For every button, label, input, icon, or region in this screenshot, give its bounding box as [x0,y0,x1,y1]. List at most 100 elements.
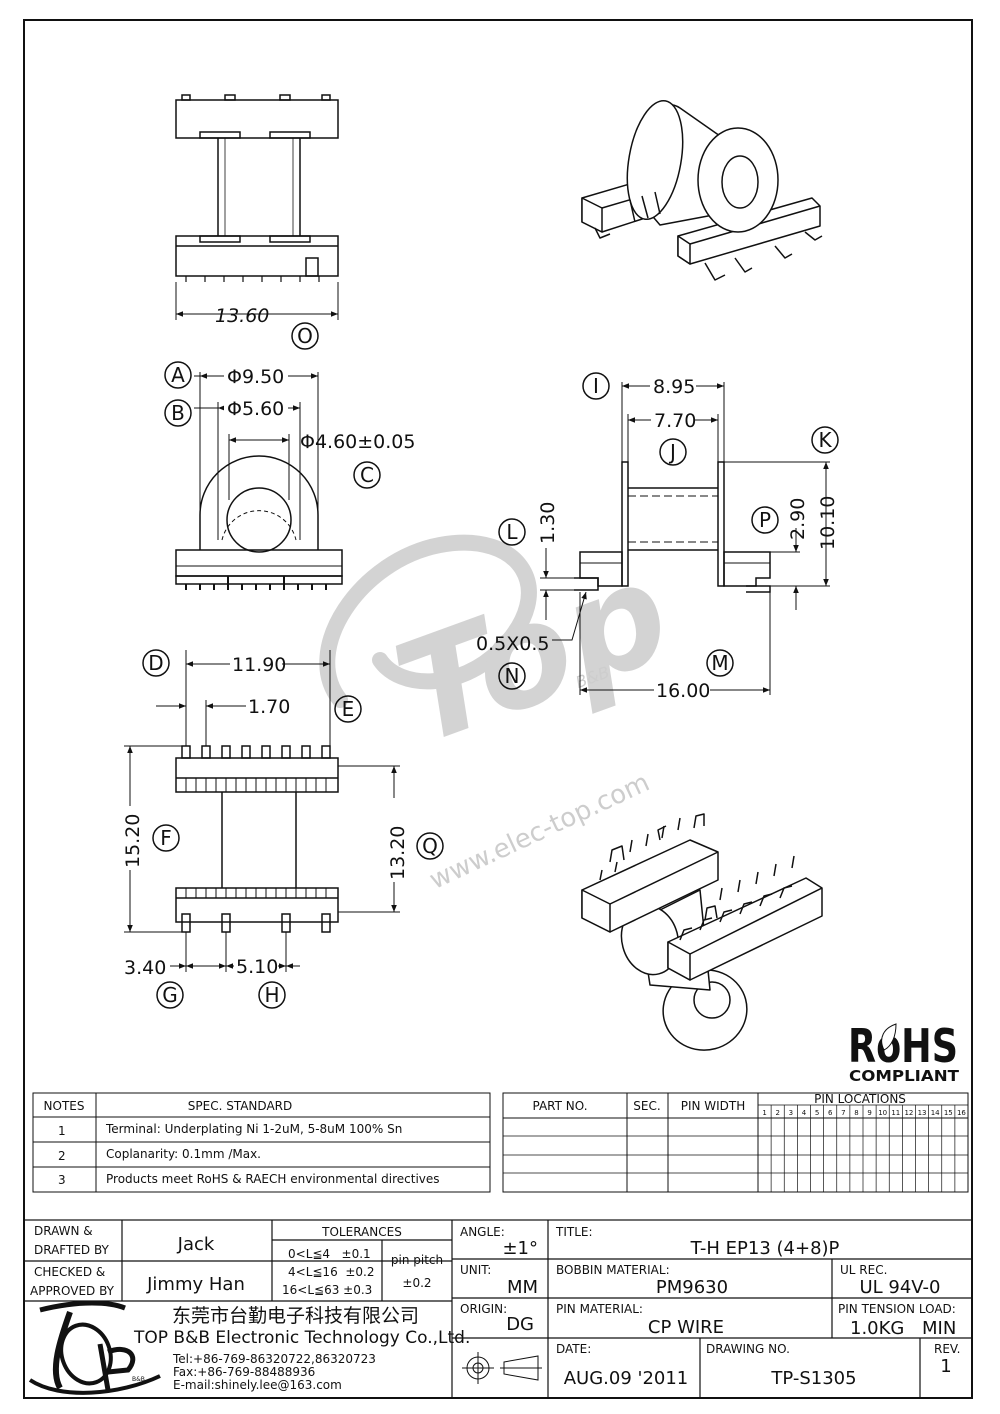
dim-width-total: 13.60 [215,305,269,327]
dim-height-Q: 13.20 [387,826,409,880]
callout-G [156,981,184,1009]
company-name-cn: 东莞市台勤电子科技有限公司 [172,1305,419,1327]
date-value: AUG.09 '2011 [564,1368,689,1389]
ul-value: UL 94V-0 [859,1277,940,1298]
notes-header-no: NOTES [44,1099,85,1113]
dim-dia-A: Φ9.50 [227,366,284,388]
notes-row-3-no: 3 [58,1173,66,1187]
dim-width-J: 7.70 [654,410,696,432]
callout-N [498,662,526,690]
dim-dia-C: Φ4.60±0.05 [300,431,415,453]
bobbin-value: PM9630 [656,1277,728,1298]
pin-tension-value: 1.0KG [850,1318,904,1339]
callout-L [498,518,526,546]
callout-K [811,426,839,454]
callout-L-label: L [506,520,518,544]
title-block: DRAWN & DRAFTED BY Jack CHECKED & APPROV… [23,1219,973,1399]
origin-value: DG [506,1314,534,1335]
part-header-pinwidth: PIN WIDTH [681,1099,746,1113]
company-email: E-mail:shinely.lee@163.com [173,1378,342,1392]
pin-pitch-value: ±0.2 [402,1276,431,1290]
unit-label: UNIT: [460,1263,491,1277]
leaf-icon [881,1023,897,1051]
pin-location-6: 6 [828,1109,833,1117]
callout-P [751,506,779,534]
callout-J [659,438,687,466]
callout-I-label: I [593,374,599,398]
approved-by-value: Jimmy Han [146,1274,245,1295]
callout-D-label: D [148,651,163,675]
pin-location-3: 3 [789,1109,793,1117]
dim-width-G: 3.40 [124,957,166,979]
logo-tag: B&B [132,1376,145,1383]
watermark-swoosh [319,534,537,708]
pin-location-11: 11 [891,1109,900,1117]
iso-view-bottom [581,813,823,1051]
company-fax: Fax:+86-769-88488936 [173,1365,315,1379]
pin-tension-min: MIN [922,1318,956,1339]
callout-C-label: C [360,463,374,487]
dim-height-P: 2.90 [787,498,809,540]
tolerance-3: 16<L≦63 ±0.3 [282,1283,372,1297]
iso-view-top [581,99,823,281]
rohs-title: RoHS [848,1019,958,1073]
rev-label: REV. [934,1342,960,1356]
drawn-label-2: DRAFTED BY [34,1243,110,1257]
origin-label: ORIGIN: [460,1302,507,1316]
drawing-no-label: DRAWING NO. [706,1342,790,1356]
pin-location-8: 8 [854,1109,858,1117]
callout-P-label: P [759,508,771,532]
dim-width-E: 1.70 [248,696,290,718]
callout-B-label: B [171,401,185,425]
pin-location-5: 5 [815,1109,819,1117]
tolerances-label: TOLERANCES [321,1225,402,1239]
callout-Q-label: Q [422,834,438,858]
pin-location-14: 14 [931,1109,940,1117]
callout-F [152,824,180,852]
date-label: DATE: [556,1342,591,1356]
checked-label-1: CHECKED & [34,1265,105,1279]
callout-N-label: N [505,664,520,688]
unit-value: MM [507,1277,538,1298]
callout-D [142,649,170,677]
callout-F-label: F [160,826,172,850]
top-view [175,94,339,320]
dim-notch-N: 0.5X0.5 [476,633,549,655]
title-value: T-H EP13 (4+8)P [690,1238,840,1259]
drawn-label-1: DRAWN & [34,1224,93,1238]
pin-location-2: 2 [775,1109,779,1117]
notes-row-1-no: 1 [58,1124,66,1138]
tolerance-2: 4<L≦16 ±0.2 [288,1265,374,1279]
dim-height-L: 1.30 [537,502,559,544]
pin-material-label: PIN MATERIAL: [556,1302,643,1316]
part-header-partno: PART NO. [532,1099,587,1113]
callout-C [353,461,381,489]
callout-J-label: J [668,440,676,464]
part-header-sec: SEC. [633,1099,660,1113]
callout-G-label: G [162,983,178,1007]
dim-width-I: 8.95 [653,376,695,398]
pin-tension-label: PIN TENSION LOAD: [838,1302,956,1316]
callout-K-label: K [818,428,832,452]
part-header-pinloc: PIN LOCATIONS [814,1092,906,1106]
pin-location-16: 16 [957,1109,966,1117]
drawing-no-value: TP-S1305 [770,1368,856,1389]
checked-label-2: APPROVED BY [30,1284,115,1298]
pin-material-value: CP WIRE [648,1317,724,1338]
pin-location-12: 12 [904,1109,913,1117]
dim-width-M: 16.00 [656,680,710,702]
notes-table: NOTES SPEC. STANDARD 1 Terminal: Underpl… [32,1092,491,1193]
notes-row-3-text: Products meet RoHS & RAECH environmental… [106,1172,440,1186]
company-name-en: TOP B&B Electronic Technology Co.,Ltd. [133,1328,470,1348]
dim-height-K: 10.10 [817,496,839,550]
company-logo: B&B [28,1300,161,1395]
dim-width-D: 11.90 [232,654,286,676]
watermark: Top B&B www.elec-top.com [319,531,690,896]
callout-H-label: H [264,983,279,1007]
callout-E [334,695,362,723]
callout-I [582,372,610,400]
pin-location-7: 7 [841,1109,845,1117]
